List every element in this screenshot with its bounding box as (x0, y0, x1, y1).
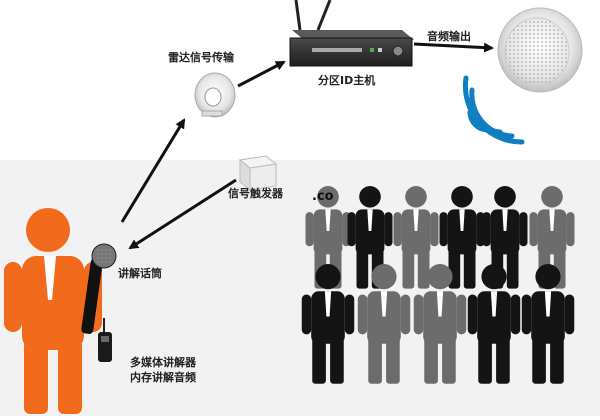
microphone-icon (81, 243, 117, 334)
label-signal-trigger: 信号触发器 (228, 187, 283, 200)
crowd-person-front-5 (521, 264, 575, 384)
flow-arrows (120, 42, 494, 250)
guide-person (4, 208, 102, 414)
arrow-host-to-speaker (413, 42, 494, 53)
label-guide-device-line2: 内存讲解音频 (130, 371, 196, 384)
label-microphone: 讲解话筒 (118, 267, 162, 280)
label-zone-host: 分区ID主机 (318, 74, 376, 87)
crowd-person-back-4 (439, 186, 485, 289)
signal-waves-icon (462, 75, 525, 145)
label-audio-output: 音频输出 (427, 30, 471, 43)
arrow-receiver-to-host (237, 60, 286, 88)
label-guide-device: 多媒体讲解器 内存讲解音频 (130, 355, 196, 385)
crowd-person-back-5 (482, 186, 528, 289)
partial-text-fragment: .co (312, 189, 334, 204)
crowd-person-front-1 (301, 264, 355, 384)
label-guide-device-line1: 多媒体讲解器 (130, 356, 196, 369)
arrow-trigger-to-mic (128, 178, 237, 250)
label-radar-transmission: 雷达信号传输 (168, 51, 234, 64)
crowd-group (301, 186, 575, 384)
zone-host-device (289, 0, 414, 67)
arrow-mic-to-receiver (120, 118, 186, 223)
crowd-person-front-3 (413, 264, 467, 384)
crowd-person-front-2 (357, 264, 411, 384)
crowd-person-front-4 (467, 264, 521, 384)
signal-trigger-device (238, 155, 278, 192)
crowd-person-back-3 (393, 186, 439, 289)
ceiling-speaker (497, 7, 583, 93)
radar-receiver-device (194, 72, 236, 118)
crowd-person-back-2 (347, 186, 393, 289)
guide-device-icon (98, 318, 112, 362)
